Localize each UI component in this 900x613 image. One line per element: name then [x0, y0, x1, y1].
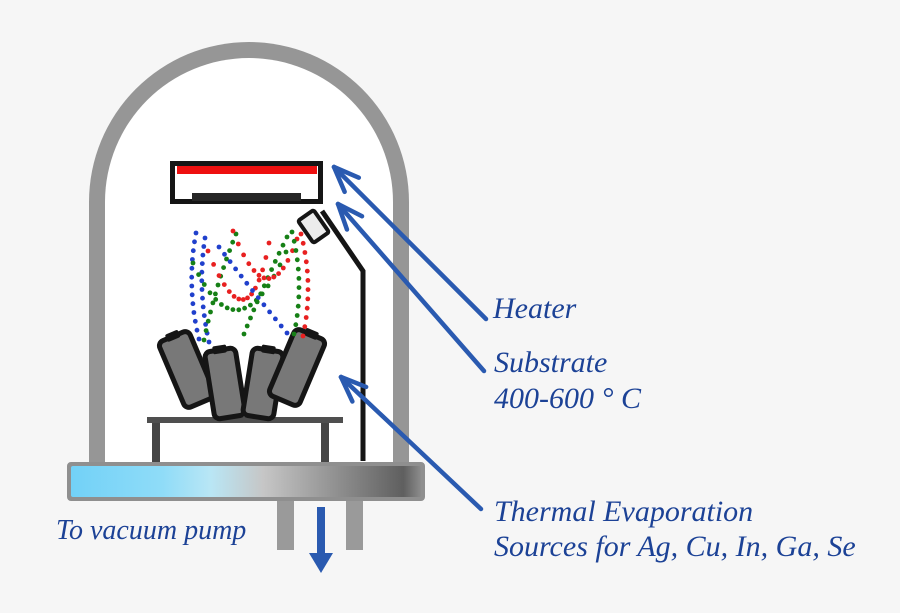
crucible-lid-knob [212, 344, 228, 355]
heater-label: Heater [493, 292, 577, 325]
substrate-label: Substrate 400-600 ° C [494, 345, 641, 417]
sources-label-line2: Sources for Ag, Cu, In, Ga, Se [494, 530, 856, 563]
crucible-lid-knob [260, 344, 276, 355]
vacuum-pump-label: To vacuum pump [56, 515, 247, 546]
base-flange-gradient [71, 466, 421, 497]
base-flange [67, 462, 425, 501]
heater-substrate-assembly [170, 161, 323, 204]
substrate-label-line1: Substrate [494, 346, 608, 379]
sources-label: Thermal Evaporation Sources for Ag, Cu, … [494, 494, 856, 564]
source-table-top [147, 417, 343, 423]
substrate-plate [192, 193, 301, 201]
sources-label-line1: Thermal Evaporation [494, 495, 754, 528]
substrate-temperature: 400-600 ° C [494, 382, 641, 415]
source-table-leg-right [321, 423, 329, 462]
heater-element [177, 166, 317, 174]
vacuum-port-left [277, 501, 294, 550]
vacuum-port-right [346, 501, 363, 550]
vacuum-arrow-icon [309, 507, 333, 573]
source-table-leg-left [152, 423, 160, 462]
